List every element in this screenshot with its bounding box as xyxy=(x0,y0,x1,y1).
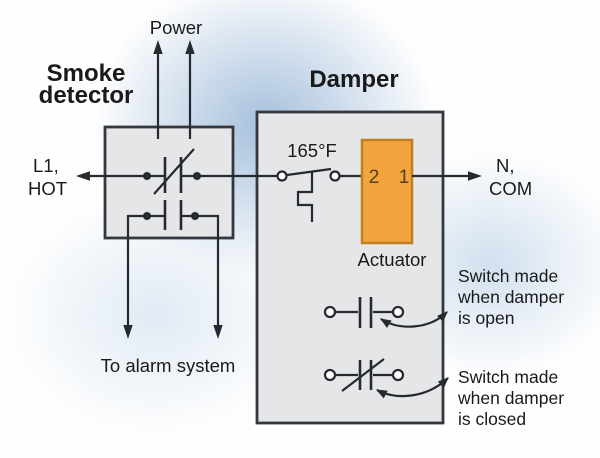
smoke-detector-title-line2: detector xyxy=(39,82,134,109)
l1-hot-label-line1: L1, xyxy=(33,155,59,176)
no-contact-icon xyxy=(123,200,223,339)
note-switch-open: Switch made when damper is open xyxy=(457,266,564,328)
n-com-label-line2: COM xyxy=(489,178,532,199)
svg-text:when damper: when damper xyxy=(457,388,564,408)
thermal-rating-label: 165°F xyxy=(287,140,337,161)
alarm-arrow-right-icon xyxy=(213,325,223,339)
svg-text:is open: is open xyxy=(458,308,514,328)
svg-text:is closed: is closed xyxy=(458,409,526,429)
n-com-wire xyxy=(412,171,482,181)
svg-text:when damper: when damper xyxy=(457,287,564,307)
left-arrow-icon xyxy=(76,171,90,181)
n-com-label-line1: N, xyxy=(496,155,515,176)
thermal-switch-icon xyxy=(276,167,362,222)
actuator-label: Actuator xyxy=(358,249,427,270)
damper-closed-switch-icon xyxy=(323,358,405,392)
annotation-arrow-open-icon xyxy=(380,311,448,329)
alarm-arrow-left-icon xyxy=(123,325,133,339)
to-alarm-label: To alarm system xyxy=(101,355,236,376)
note-switch-closed: Switch made when damper is closed xyxy=(457,367,564,429)
damper-title: Damper xyxy=(309,66,398,93)
smoke-detector-box xyxy=(103,125,235,240)
right-arrow-icon xyxy=(468,171,482,181)
actuator-box xyxy=(360,138,414,245)
smoke-detector-title-line1: Smoke xyxy=(47,60,126,87)
power-label: Power xyxy=(150,17,202,38)
nc-contact-icon xyxy=(143,148,201,195)
actuator-terminal-1: 1 xyxy=(399,167,410,188)
annotation-arrow-closed-icon xyxy=(376,377,449,399)
power-arrows-icon xyxy=(153,40,195,139)
svg-text:Switch made: Switch made xyxy=(458,266,558,286)
actuator-terminal-2: 2 xyxy=(369,167,380,188)
svg-text:Switch made: Switch made xyxy=(458,367,558,387)
l1-hot-label-line2: HOT xyxy=(28,178,67,199)
